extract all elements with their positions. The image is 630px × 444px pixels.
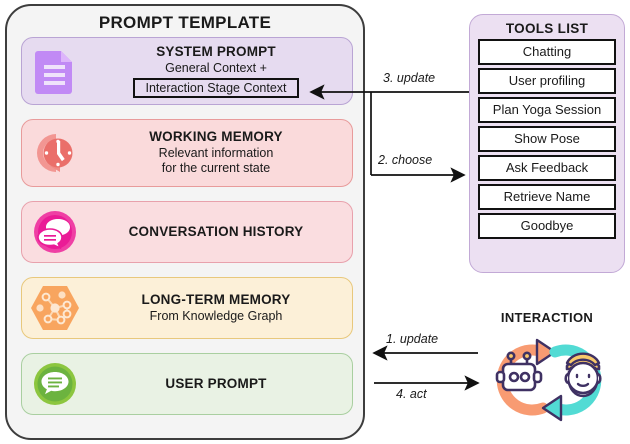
conversation-history-text: CONVERSATION HISTORY — [88, 224, 352, 241]
prompt-template-title: PROMPT TEMPLATE — [98, 13, 272, 32]
knowledge-graph-hexagon-icon — [22, 283, 88, 333]
clock-refresh-icon — [22, 128, 88, 178]
working-memory-title: WORKING MEMORY — [149, 128, 283, 144]
tool-item-show-pose[interactable]: Show Pose — [478, 126, 616, 152]
long-term-memory-subtitle: From Knowledge Graph — [149, 308, 283, 323]
tool-item-ask-feedback[interactable]: Ask Feedback — [478, 155, 616, 181]
block-working-memory: WORKING MEMORY Relevant information for … — [21, 119, 353, 187]
system-prompt-subtitle: General Context + — [165, 61, 267, 76]
system-prompt-title: SYSTEM PROMPT — [156, 44, 276, 60]
chat-bubbles-icon — [22, 208, 88, 256]
interaction-title: INTERACTION — [500, 310, 594, 325]
interaction-stage-context-box: Interaction Stage Context — [133, 77, 299, 98]
tool-item-goodbye[interactable]: Goodbye — [478, 213, 616, 239]
arrow-label-1-update: 1. update — [386, 332, 439, 346]
long-term-memory-title: LONG-TERM MEMORY — [141, 291, 291, 307]
working-memory-subtitle-1: Relevant information — [158, 145, 274, 160]
tool-item-plan-yoga-session[interactable]: Plan Yoga Session — [478, 97, 616, 123]
prompt-template-panel: PROMPT TEMPLATE SYSTEM PROMPT General Co… — [5, 4, 365, 440]
arrow-label-4-act: 4. act — [396, 387, 427, 401]
system-prompt-text: SYSTEM PROMPT General Context + Interact… — [88, 44, 352, 98]
user-prompt-title: USER PROMPT — [165, 375, 267, 391]
working-memory-text: WORKING MEMORY Relevant information for … — [88, 129, 352, 177]
long-term-memory-text: LONG-TERM MEMORY From Knowledge Graph — [88, 292, 352, 325]
conversation-history-title: CONVERSATION HISTORY — [128, 223, 304, 239]
block-system-prompt: SYSTEM PROMPT General Context + Interact… — [21, 37, 353, 105]
block-user-prompt: USER PROMPT — [21, 353, 353, 415]
speech-bubble-icon — [22, 360, 88, 408]
tool-item-user-profiling[interactable]: User profiling — [478, 68, 616, 94]
tools-list-panel: TOOLS LIST Chatting User profiling Plan … — [469, 14, 625, 273]
tool-item-retrieve-name[interactable]: Retrieve Name — [478, 184, 616, 210]
arrow-label-2-choose: 2. choose — [378, 153, 433, 167]
tool-item-chatting[interactable]: Chatting — [478, 39, 616, 65]
user-prompt-text: USER PROMPT — [88, 376, 352, 393]
block-conversation-history: CONVERSATION HISTORY — [21, 201, 353, 263]
arrow-label-3-update: 3. update — [383, 71, 436, 85]
robot-human-loop-icon — [481, 330, 617, 430]
document-icon — [22, 48, 88, 94]
working-memory-subtitle-2: for the current state — [161, 161, 271, 176]
block-long-term-memory: LONG-TERM MEMORY From Knowledge Graph — [21, 277, 353, 339]
tools-list-title: TOOLS LIST — [505, 21, 589, 36]
